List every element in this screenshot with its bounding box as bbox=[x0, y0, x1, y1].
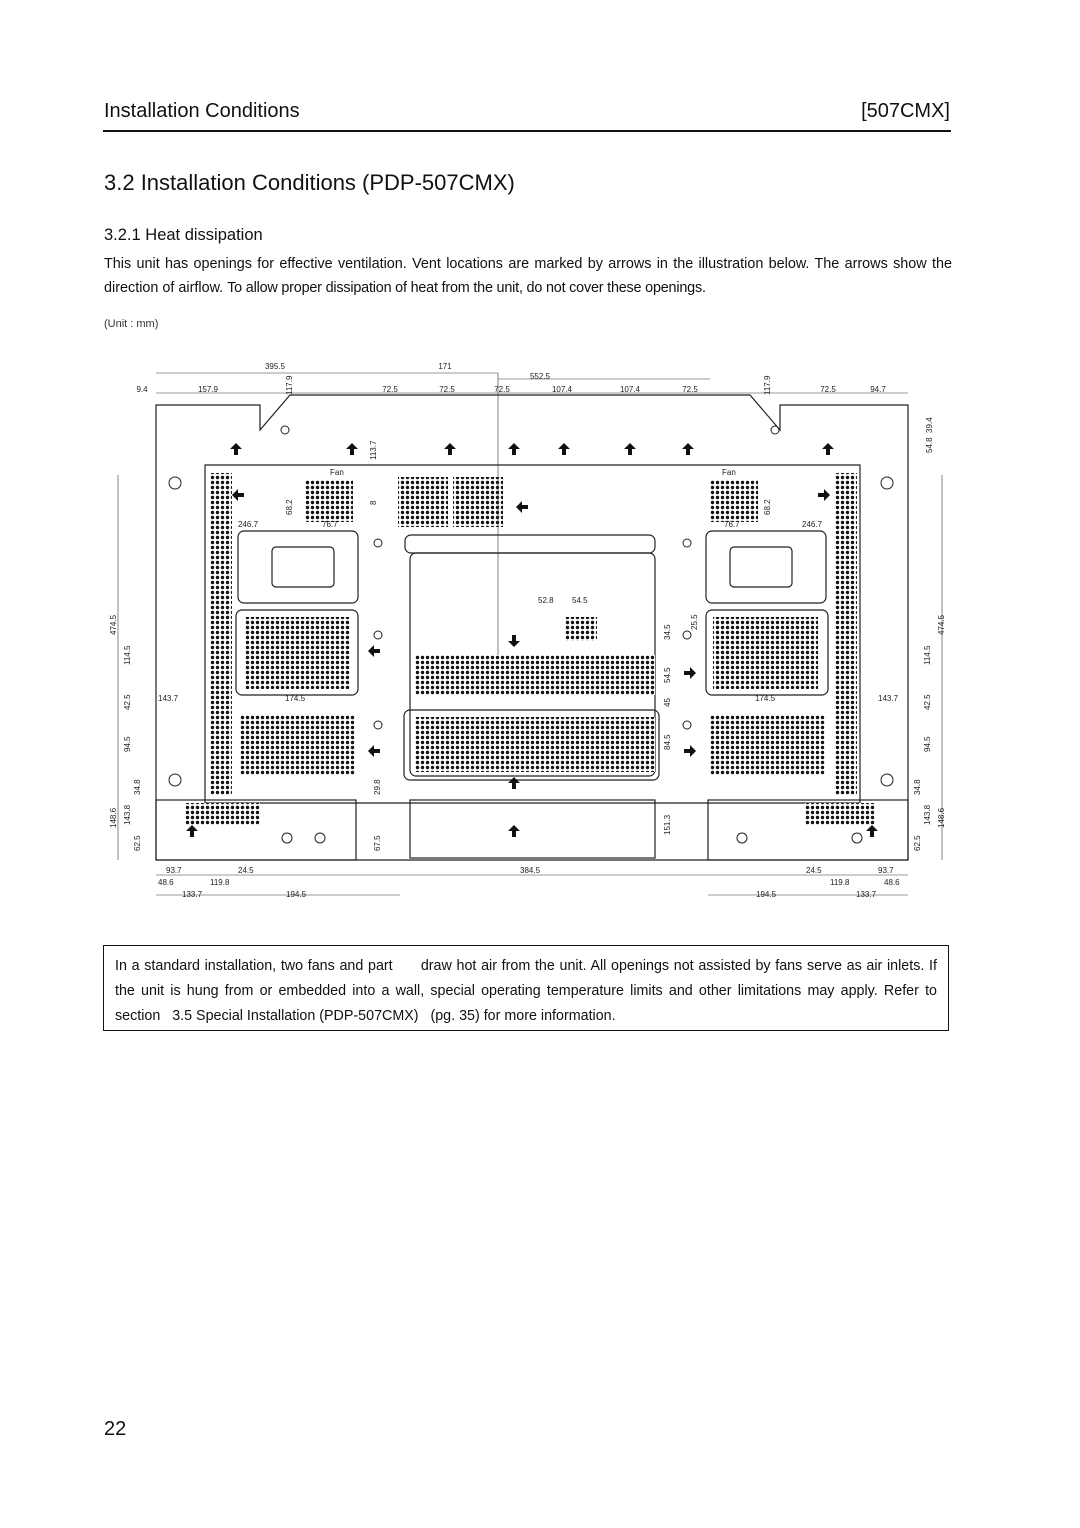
dim-bottom: 133.7 bbox=[856, 890, 877, 899]
fan-label-left: Fan bbox=[330, 468, 344, 477]
dim-mid: 143.7 bbox=[158, 694, 179, 703]
dim-center: 54.5 bbox=[663, 667, 672, 683]
intro-text: This unit has openings for effective ven… bbox=[104, 256, 952, 296]
dim-top: 94.7 bbox=[870, 385, 886, 394]
unit-label: (Unit : mm) bbox=[104, 318, 159, 330]
dim-right: 42.5 bbox=[923, 694, 932, 710]
dim-fan: 76.7 bbox=[724, 520, 740, 529]
dim-bottom: 119.8 bbox=[210, 878, 230, 887]
dim-left: 114.5 bbox=[123, 645, 132, 665]
dim-top: 9.4 bbox=[136, 385, 148, 394]
dim-bottom: 194.5 bbox=[756, 890, 777, 899]
dim-fan: 68.2 bbox=[763, 499, 772, 515]
dim-top: 107.4 bbox=[620, 385, 641, 394]
dim-bottom: 24.5 bbox=[238, 866, 254, 875]
dim-right: 114.5 bbox=[923, 645, 932, 665]
dim-top: 171 bbox=[438, 362, 452, 371]
dim-top: 552.5 bbox=[530, 372, 551, 381]
dim-bottom: 133.7 bbox=[182, 890, 203, 899]
dim-top: 157.9 bbox=[198, 385, 219, 394]
note-text: In a standard installation, two fans and… bbox=[115, 958, 937, 1024]
dim-mid: 174.5 bbox=[285, 694, 306, 703]
running-header-model: [507CMX] bbox=[861, 100, 950, 122]
dim-bottom: 93.7 bbox=[878, 866, 894, 875]
dim-top: 107.4 bbox=[552, 385, 573, 394]
dim-top: 72.5 bbox=[439, 385, 455, 394]
fan-label-right: Fan bbox=[722, 468, 736, 477]
dim-fan: 246.7 bbox=[238, 520, 259, 529]
header-rule bbox=[103, 130, 951, 132]
dim-lower: 151.3 bbox=[663, 814, 672, 835]
dim-bottom: 384.5 bbox=[520, 866, 541, 875]
dim-center: 45 bbox=[663, 698, 672, 707]
dim-center: 25.5 bbox=[690, 614, 699, 630]
subsection-title: 3.2.1 Heat dissipation bbox=[104, 226, 263, 244]
dim-top: 72.5 bbox=[494, 385, 510, 394]
running-header-title: Installation Conditions bbox=[104, 100, 300, 122]
dim-bottom: 48.6 bbox=[884, 878, 900, 887]
dim-lower: 29.8 bbox=[373, 779, 382, 795]
dim-fan: 76.7 bbox=[322, 520, 338, 529]
rear-panel-diagram: Fan Fan bbox=[109, 362, 946, 899]
dim-center: 84.5 bbox=[663, 734, 672, 750]
intro-warning: To allow proper dissipation of heat from… bbox=[227, 280, 706, 296]
dim-mid: 174.5 bbox=[755, 694, 776, 703]
dim-top: 72.5 bbox=[820, 385, 836, 394]
airflow-arrows bbox=[186, 443, 878, 837]
dim-mid: 143.7 bbox=[878, 694, 899, 703]
standard-installation-note: In a standard installation, two fans and… bbox=[103, 945, 949, 1031]
dim-bottom: 119.8 bbox=[830, 878, 850, 887]
page-number: 22 bbox=[104, 1418, 127, 1440]
intro-paragraph: This unit has openings for effective ven… bbox=[104, 252, 952, 300]
dim-center: 52.8 bbox=[538, 596, 554, 605]
dim-top: 395.5 bbox=[265, 362, 286, 371]
dim-vertical: 113.7 bbox=[369, 440, 378, 460]
dim-fan: 246.7 bbox=[802, 520, 823, 529]
dim-left: 474.5 bbox=[109, 614, 118, 635]
dim-center: 54.5 bbox=[572, 596, 588, 605]
dimension-lines bbox=[117, 372, 943, 896]
dim-bottom: 48.6 bbox=[158, 878, 174, 887]
mounting-holes bbox=[168, 425, 894, 844]
dim-left: 34.8 bbox=[133, 779, 142, 795]
dim-right: 148.6 bbox=[937, 807, 946, 828]
dim-fan: 8 bbox=[369, 500, 378, 505]
dim-right: 143.8 bbox=[923, 804, 932, 825]
dim-left: 148.6 bbox=[109, 807, 118, 828]
section-title: 3.2 Installation Conditions (PDP-507CMX) bbox=[104, 170, 515, 195]
dim-bottom: 24.5 bbox=[806, 866, 822, 875]
dim-fan: 68.2 bbox=[285, 499, 294, 515]
dim-left: 143.8 bbox=[123, 804, 132, 825]
dim-left: 94.5 bbox=[123, 736, 132, 752]
dim-center: 34.5 bbox=[663, 624, 672, 640]
dim-vertical: 39.4 bbox=[925, 417, 934, 433]
dim-right: 62.5 bbox=[913, 835, 922, 851]
dim-right: 474.5 bbox=[937, 614, 946, 635]
dim-lower: 67.5 bbox=[373, 835, 382, 851]
dim-bottom: 93.7 bbox=[166, 866, 182, 875]
dim-left: 62.5 bbox=[133, 835, 142, 851]
dim-right: 94.5 bbox=[923, 736, 932, 752]
dim-vertical: 117.9 bbox=[285, 375, 294, 395]
dim-vertical: 117.9 bbox=[763, 375, 772, 395]
vent-zones bbox=[185, 473, 875, 825]
dim-vertical: 54.8 bbox=[925, 437, 934, 453]
dim-left: 42.5 bbox=[123, 694, 132, 710]
dim-top: 72.5 bbox=[382, 385, 398, 394]
dim-bottom: 194.5 bbox=[286, 890, 307, 899]
dim-top: 72.5 bbox=[682, 385, 698, 394]
dim-right: 34.8 bbox=[913, 779, 922, 795]
